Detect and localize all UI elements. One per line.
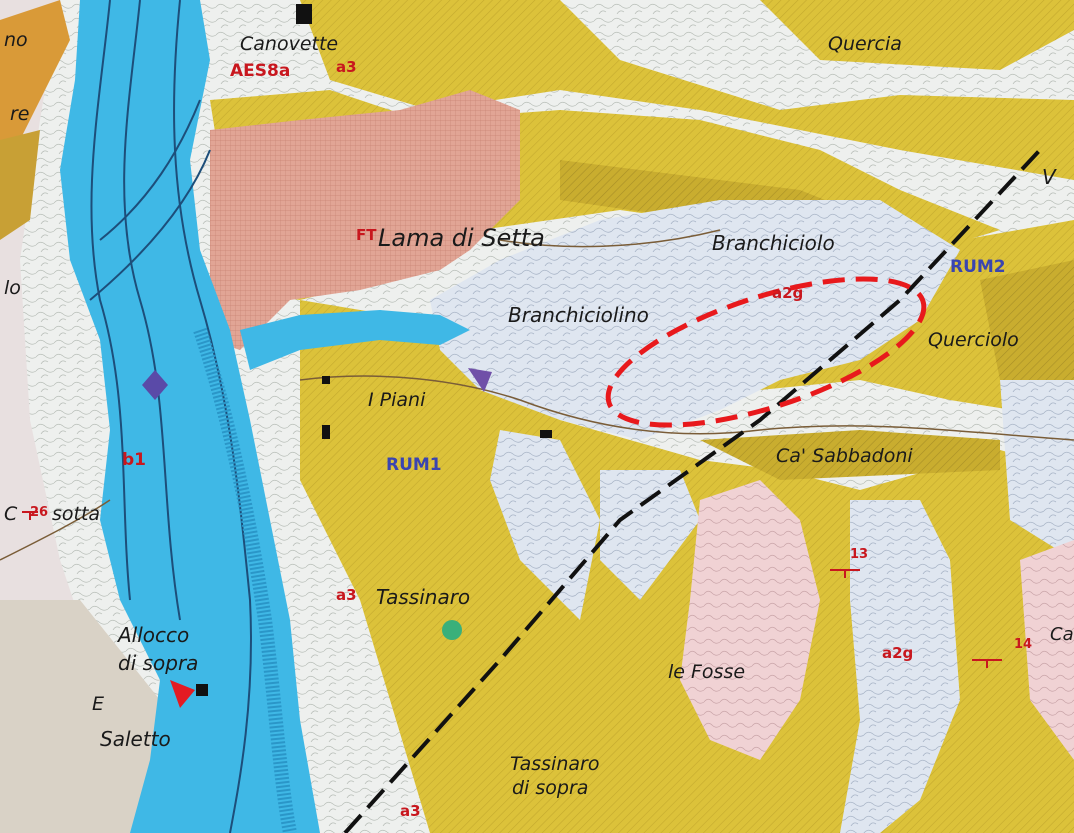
yellow-unit-top [300,0,1074,180]
code-aes8a: AES8a [230,61,290,81]
label-edge-ca: Ca [1050,624,1074,645]
label-i-piani: I Piani [368,389,426,411]
dark-yellow-band-3 [700,430,1000,480]
label-saletto: Saletto [100,727,171,751]
label-edge-v: V [1042,165,1057,189]
label-edge-re: re [10,103,30,125]
white-strip-top [560,0,1074,110]
dip-13: 13 [850,547,868,562]
roads [0,229,1074,561]
landslide-right [840,500,960,833]
label-edge-lo: lo [4,277,21,299]
label-allocco: Allocco [116,623,189,647]
marker-purple-red-icon [468,368,492,392]
code-rum2: RUM2 [950,257,1006,277]
label-canovette: Canovette [240,33,338,55]
code-a2g-right: a2g [882,644,913,662]
label-tassinaro-sopra-2: di sopra [512,777,588,799]
code-a3-mid: a3 [336,586,357,604]
lower-left-grey [0,600,190,833]
pink-gridded-unit [210,90,520,350]
label-di-sopra: di sopra [118,651,198,675]
buildings [196,4,552,696]
marker-red-triangle-icon [170,680,195,708]
code-a2g-marked: a2g [772,284,803,302]
dip-symbols [22,511,1002,668]
code-ft: FT [356,226,377,244]
label-ca-sabbadoni: Ca' Sabbadoni [776,445,913,467]
river-channel-lines [89,0,252,833]
orange-unit-left-2 [0,130,40,240]
dip-26: 26 [30,505,48,520]
landslide-branchiciolo [430,200,960,440]
landslide-far-right [1000,380,1074,560]
code-a3-top: a3 [336,58,357,76]
label-edge-e: E [92,693,104,715]
label-querciolo: Querciolo [928,329,1019,351]
dip-14: 14 [1014,637,1032,652]
label-branchiciolo: Branchiciolo [712,231,835,255]
code-a3-bottom: a3 [400,802,421,820]
label-tassinaro: Tassinaro [376,585,470,609]
code-rum1: RUM1 [386,455,442,475]
pink-landslide-le-fosse [680,480,820,760]
pink-landslide-right [1020,540,1074,760]
label-le-fosse: le Fosse [668,661,745,683]
label-lama-di-setta: Lama di Setta [378,224,545,252]
label-branchiciolino: Branchiciolino [508,303,649,327]
river-dotted-band [193,327,297,833]
orange-unit-left [0,0,70,180]
code-b1: b1 [122,450,146,470]
fault-line [343,148,1042,833]
dark-yellow-band-2 [980,260,1074,380]
label-tassinaro-sopra-1: Tassinaro [510,753,599,775]
label-cassotta-c: C [4,503,18,525]
marker-green-symbol-icon [442,620,462,640]
river-tributary [240,310,470,370]
label-quercia: Quercia [828,33,902,55]
landslide-mid [600,470,700,600]
label-edge-no: no [4,29,28,51]
marker-blue-diamond-icon [142,370,168,400]
label-cassotta-rest: sotta [52,503,100,525]
highlight-ellipse [605,276,927,428]
